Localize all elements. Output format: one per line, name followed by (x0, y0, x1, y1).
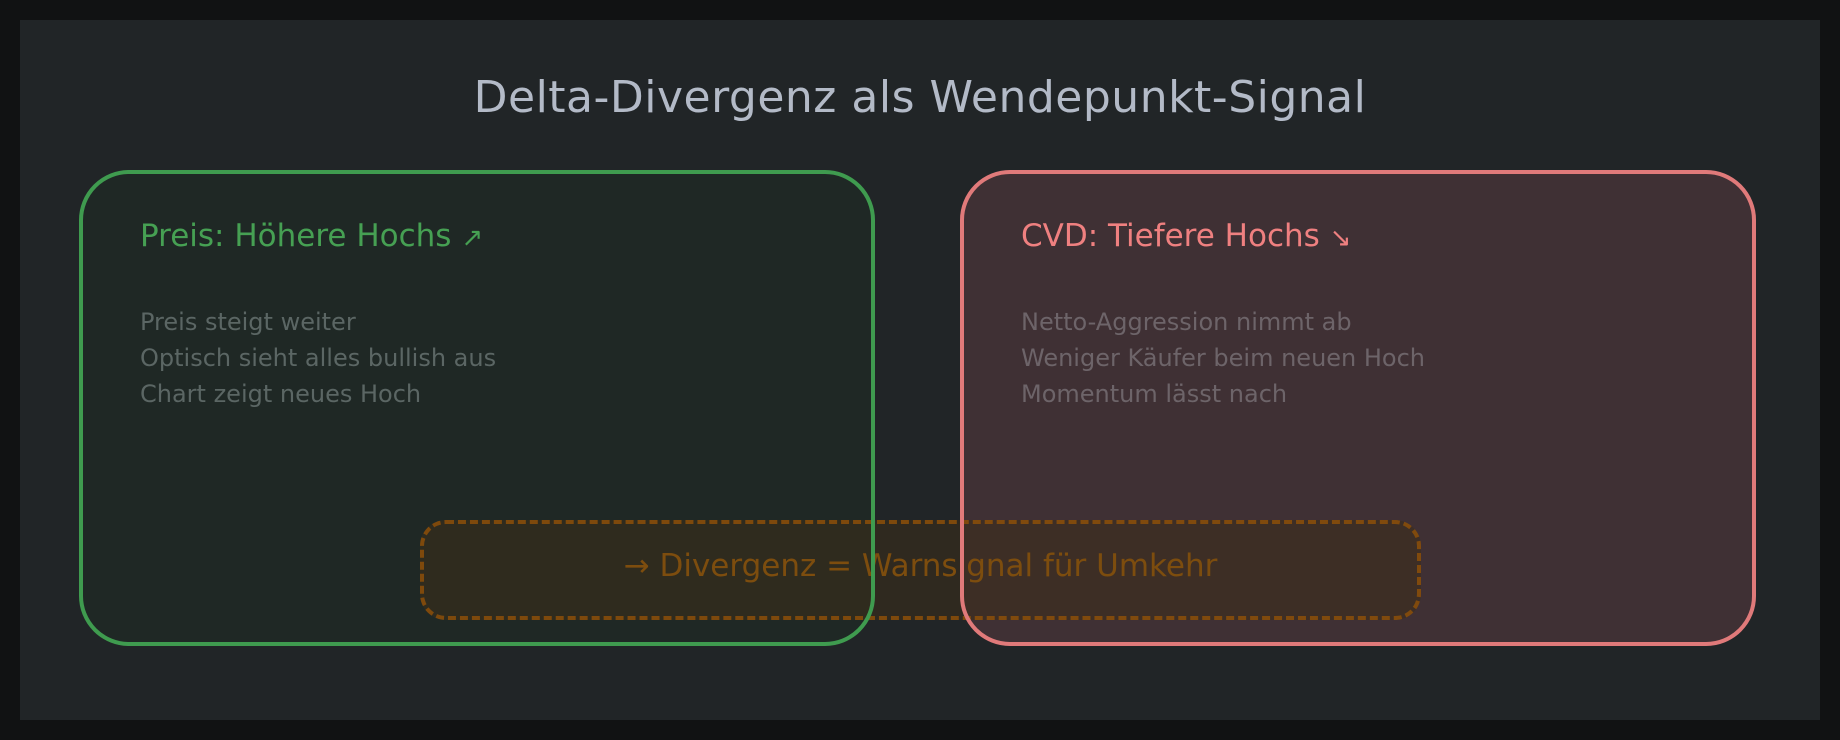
price-heading-text: Preis: Höhere Hochs (140, 218, 452, 254)
cvd-panel-heading: CVD: Tiefere Hochs ↘ (1021, 218, 1352, 254)
price-line: Optisch sieht alles bullish aus (140, 344, 497, 372)
arrow-down-right-icon: ↘ (1329, 223, 1352, 253)
cvd-panel-lines: Netto-Aggression nimmt ab Weniger Käufer… (1021, 304, 1425, 412)
cvd-heading-text: CVD: Tiefere Hochs (1021, 218, 1320, 254)
price-panel: Preis: Höhere Hochs ↗ Preis steigt weiter… (79, 170, 875, 646)
price-panel-heading: Preis: Höhere Hochs ↗ (140, 218, 483, 254)
price-line: Preis steigt weiter (140, 308, 356, 336)
cvd-line: Momentum lässt nach (1021, 380, 1288, 408)
diagram-title: Delta-Divergenz als Wendepunkt-Signal (473, 72, 1367, 123)
cvd-line: Weniger Käufer beim neuen Hoch (1021, 344, 1426, 372)
callout-text: → Divergenz = Warnsignal für Umkehr (623, 548, 1218, 584)
cvd-line: Netto-Aggression nimmt ab (1021, 308, 1352, 336)
arrow-up-right-icon: ↗ (461, 223, 484, 253)
price-line: Chart zeigt neues Hoch (140, 380, 422, 408)
diagram-canvas: Delta-Divergenz als Wendepunkt-Signal → … (20, 20, 1820, 720)
divergence-callout: → Divergenz = Warnsignal für Umkehr (420, 520, 1421, 620)
price-panel-lines: Preis steigt weiter Optisch sieht alles … (140, 304, 496, 412)
cvd-panel: CVD: Tiefere Hochs ↘ Netto-Aggression nim… (960, 170, 1756, 646)
